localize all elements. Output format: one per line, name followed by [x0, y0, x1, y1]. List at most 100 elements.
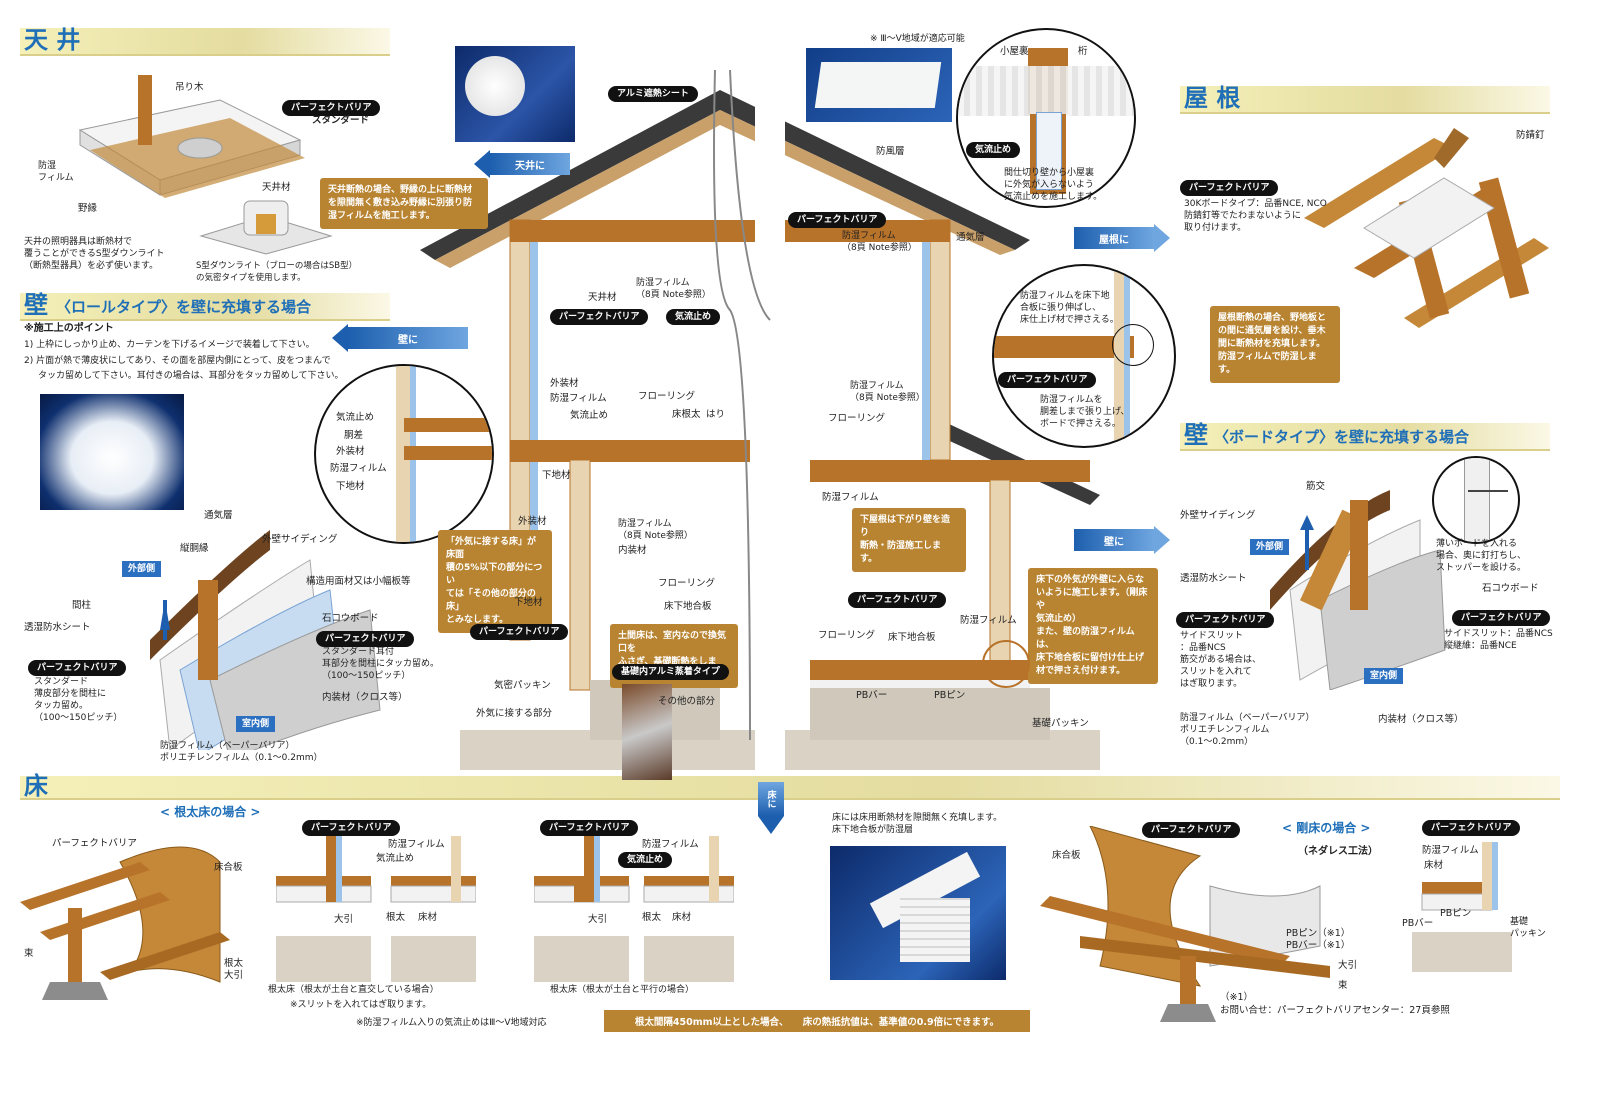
pb-tag-2: パーフェクトバリア	[28, 660, 127, 676]
label-flooring-2: フローリング	[658, 578, 716, 589]
label-structural-panel: 構造用面材又は小幅板等	[306, 576, 411, 587]
pb-standard-subtitle: スタンダード	[312, 115, 370, 126]
joist-floor-illustration	[20, 846, 230, 1000]
pb-left-text-board: サイドスリット ：品番NCS 筋交がある場合は、 スリットを入れて はぎ取ります…	[1180, 631, 1262, 689]
wall-roll-section-title: 壁	[24, 291, 48, 319]
rr-floor: 床材	[1424, 860, 1444, 871]
floor-section-bar	[20, 776, 1560, 800]
circle-right-pb-tag: パーフェクトバリア	[998, 372, 1097, 388]
d2-caption: 根太床（根太が土台と平行の場合）	[550, 985, 695, 995]
label-ceiling-material: 天井材	[262, 182, 291, 193]
label-tsuka: 束	[24, 948, 34, 959]
circle-label-dousa: 胴差	[344, 430, 364, 441]
d1-ohbiki: 大引	[334, 914, 354, 925]
floor-board-note: 床には床用断熱材を隙間無く充填します。 床下地合板が防湿層	[832, 813, 1003, 835]
d2-ohbiki: 大引	[588, 914, 608, 925]
rigid-tsuka: 束	[1338, 980, 1348, 991]
pb-ceiling-tag: パーフェクトバリア	[550, 309, 649, 325]
film-note-8-a: 防湿フィルム （8頁 Note参照）	[842, 231, 917, 253]
rigid-ohbiki: 大引	[1338, 960, 1358, 971]
label-attic: 小屋裏	[1000, 46, 1029, 57]
rr-pb-tag: パーフェクトバリア	[1422, 820, 1521, 836]
roof-section-title: 屋 根	[1184, 84, 1241, 112]
wall-roll-section-bar	[20, 293, 390, 321]
d2-film: 防湿フィルム	[642, 839, 699, 850]
label-flooring-center: フローリング	[638, 391, 696, 402]
arrow-wall-left: 壁に	[332, 324, 468, 352]
d1-joist: 根太	[386, 912, 406, 923]
label-breathable-board: 透湿防水シート	[1180, 573, 1247, 584]
arrow-roof: 屋根に	[1074, 224, 1170, 252]
alu-sheet-tag: アルミ遮熱シート	[608, 86, 698, 102]
d1-film: 防湿フィルム	[388, 839, 445, 850]
attic-airstop-detail	[956, 28, 1136, 208]
roof-section-bar	[1180, 86, 1550, 114]
roll-insulation-photo	[40, 394, 184, 510]
d1-caption: 根太床（根太が土台と直交している場合）	[268, 985, 439, 995]
label-flooring-3: フローリング	[818, 630, 876, 641]
label-nobuchi: 野縁	[78, 203, 98, 214]
circle-label-base: 下地材	[336, 481, 365, 492]
foundation-alu-photo	[622, 684, 672, 780]
pb-tag-1: パーフェクトバリア	[316, 631, 415, 647]
circle-label-film: 防湿フィルム	[330, 463, 387, 474]
d1-floor: 床材	[418, 912, 438, 923]
label-vent-layer-center: 通気層	[956, 232, 985, 243]
board-insulation-photo	[806, 48, 952, 122]
note-lower-roof: 下屋根は下がり壁を造り 断熱・防湿施工します。	[852, 508, 966, 572]
label-floor-plywood: 床合板	[214, 862, 243, 873]
label-vent-layer: 通気層	[204, 510, 233, 521]
alu-sheet-photo	[455, 46, 575, 142]
label-windproof: 防風層	[876, 146, 905, 157]
floor-wall-film-detail	[992, 264, 1176, 448]
circle-label-exterior: 外装材	[336, 446, 365, 457]
label-moisture-film: 防湿 フィルム	[38, 161, 74, 183]
pb-left-tag-board: パーフェクトバリア	[1176, 612, 1275, 628]
underfloor-detail-marker	[982, 640, 1030, 688]
label-exterior-center: 外装材	[550, 378, 579, 389]
rr-pbbar: PBバー	[1402, 918, 1434, 929]
rigid-pb-pin: PBピン（※1）	[1286, 928, 1351, 939]
film-spec: 防湿フィルム（ベーパーバリア） ポリエチレンフィルム（0.1〜0.2mm）	[160, 741, 323, 763]
ceiling-insulation-illustration	[78, 75, 305, 198]
wall-roll-section-subtitle: 〈ロールタイプ〉を壁に充填する場合	[56, 298, 312, 316]
pb-right-tag-board: パーフェクトバリア	[1452, 610, 1551, 626]
note-ceiling-insulation: 天井断熱の場合、野縁の上に断熱材 を隙間無く敷き込み野縁に別張り防 湿フィルムを…	[320, 178, 488, 229]
d2-floor: 床材	[672, 912, 692, 923]
floor-section-title: 床	[24, 772, 48, 800]
label-outside-part: 外気に接する部分	[476, 708, 553, 719]
attic-airstop-note: 間仕切り壁から小屋裏 に外気が入らないよう 気流止めを施工します。	[1004, 168, 1103, 202]
label-airtight-packing: 気密パッキン	[494, 680, 551, 691]
rr-packing: 基礎 パッキン	[1510, 917, 1546, 939]
label-stud: 間柱	[72, 600, 92, 611]
arrow-floor: 床に	[758, 782, 784, 838]
label-ceiling-material-center: 天井材	[588, 292, 617, 303]
label-pb-pin: PBピン	[934, 690, 966, 701]
pb-right-text-board: サイドスリット：品番NCS 縦継維：品番NCE	[1444, 629, 1553, 651]
label-interior-material: 内装材（クロス等）	[322, 692, 408, 703]
note-lighting: 天井の照明器具は断熱材で 覆うことができるS型ダウンライト （断熱型器具）を必ず…	[24, 237, 165, 271]
label-exterior-siding: 外壁サイディング	[262, 534, 338, 545]
label-subfloor: 床下地合板	[664, 601, 712, 612]
outside-tag-board: 外部側	[1250, 539, 1290, 555]
label-foundation-packing: 基礎パッキン	[1032, 718, 1089, 729]
point-2b: タッカ留めして下さい。耳付きの場合は、耳部分をタッカ留めして下さい。	[38, 371, 344, 381]
label-exterior-2: 外装材	[518, 516, 547, 527]
joist-floor-title: < 根太床の場合 >	[160, 805, 261, 819]
point-1: 1) 上枠にしっかり止め、カーテンを下げるイメージで装着して下さい。	[24, 340, 315, 350]
foundation-alu-tag: 基礎内アルミ蒸着タイプ	[612, 664, 729, 680]
joist-floor-detail-parallel	[534, 836, 734, 982]
wall-floor-junction-detail	[314, 364, 494, 544]
rigid-contact: お問い合せ：パーフェクトバリアセンター：27頁参照	[1220, 1005, 1450, 1016]
label-hanging-wood: 吊り木	[175, 82, 204, 93]
floor-region-note: ※防湿フィルム入りの気流止めはⅢ〜Ⅴ地域対応	[356, 1018, 547, 1028]
label-gypsum: 石コウボード	[322, 613, 379, 624]
label-siding-board: 外壁サイディング	[1180, 510, 1256, 521]
label-interior-board: 内装材（クロス等）	[1378, 714, 1464, 725]
wall-board-layers-illustration	[1270, 490, 1446, 690]
film-spec-board: 防湿フィルム（ベーパーバリア） ポリエチレンフィルム （0.1〜0.2mm）	[1180, 713, 1315, 747]
label-joist-floor: 根太	[224, 958, 244, 969]
label-ohbiki-floor: 大引	[224, 970, 244, 981]
roof-pb-tag: パーフェクトバリア	[1180, 180, 1279, 196]
label-film-right: 防湿フィルム	[822, 492, 879, 503]
